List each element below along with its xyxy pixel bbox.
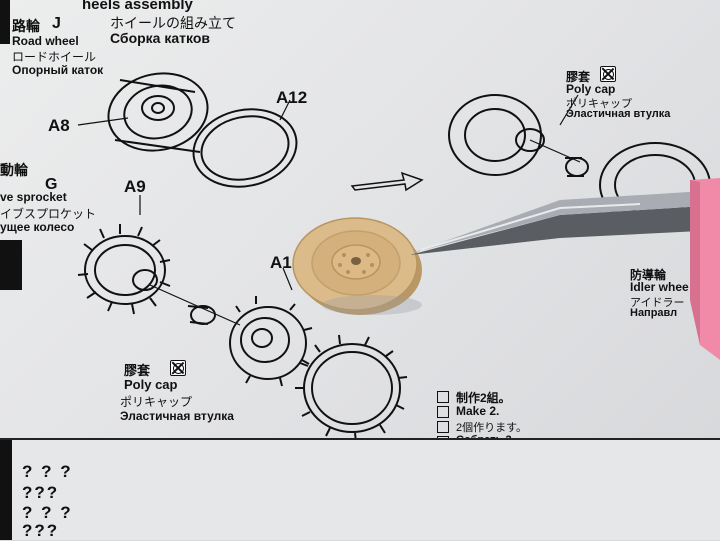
title-en: heels assembly (82, 0, 193, 13)
polycap-right-kana: ポリキャップ (566, 98, 632, 110)
road-wheel-name-ru: Опорный каток (12, 63, 104, 77)
road-wheel-a8-drawing (107, 72, 209, 152)
polycap-left-kana: ポリキャップ (120, 395, 193, 409)
make2-zh: 制作2組。 (456, 391, 511, 405)
part-tag-a9: A9 (124, 177, 146, 196)
polycap-left-icon (170, 360, 186, 376)
sprocket-code: G (45, 176, 58, 193)
road-wheel-name-en: Road wheel (12, 34, 79, 48)
polycap-right-jp: 膠套 (566, 70, 591, 84)
brand-fragment-bar (0, 0, 10, 44)
idler-ru: Направл (630, 307, 678, 319)
sprocket-a9-drawing (77, 224, 171, 315)
idler-jp: 防導輪 (630, 268, 667, 282)
idler-kana: アイドラー (630, 297, 685, 309)
section-divider (0, 438, 720, 440)
road-wheel-part (292, 217, 422, 315)
title-ru: Сборка катков (110, 30, 210, 46)
part-tag-a8: A8 (48, 116, 70, 135)
brand-tab (0, 240, 22, 290)
road-wheel-name-jp: ロードホイール (12, 50, 97, 64)
make2-box-3 (437, 421, 449, 433)
polycap-left-jp: 膠套 (124, 363, 151, 378)
sprocket-label-jp: 動輪 (0, 162, 28, 178)
lower-row-4: ??? (22, 521, 60, 540)
polycap-right-icon (600, 66, 616, 82)
sprocket-a1-drawing (229, 296, 313, 387)
direction-arrow (350, 171, 424, 192)
make2-en: Make 2. (456, 404, 500, 418)
tire-a12-drawing (192, 108, 298, 188)
road-wheel-label-jp: 路輪 (12, 18, 40, 34)
part-tag-a12: A12 (276, 88, 308, 107)
sprocket-name-jp: イブスプロケット (0, 207, 97, 221)
make2-box-2 (437, 406, 449, 418)
road-wheel-code: J (52, 15, 61, 32)
lower-row-2: ??? (22, 483, 60, 502)
make2-box-1 (437, 391, 449, 403)
sprocket-ring-drawing (295, 334, 408, 443)
lower-row-3: ? ? ? (22, 503, 73, 522)
lower-row-1: ? ? ? (22, 462, 73, 481)
polycap-left-en: Poly cap (124, 377, 178, 392)
idler-en: Idler whee (630, 280, 689, 294)
tweezers (410, 178, 720, 360)
part-tag-a1: A1 (270, 253, 292, 272)
lower-section (0, 440, 720, 540)
title-jp: ホイールの組み立て (110, 15, 236, 31)
sprocket-name-en: ve sprocket (0, 190, 67, 204)
sprocket-name-ru: ущее колесо (0, 220, 75, 234)
polycap-left-ru: Эластичная втулка (120, 409, 234, 423)
polycap-right-ru: Эластичная втулка (566, 108, 671, 120)
make2-jp: 2個作ります。 (456, 422, 528, 434)
lower-side-bar (0, 440, 12, 540)
polycap-right-en: Poly cap (566, 82, 616, 96)
